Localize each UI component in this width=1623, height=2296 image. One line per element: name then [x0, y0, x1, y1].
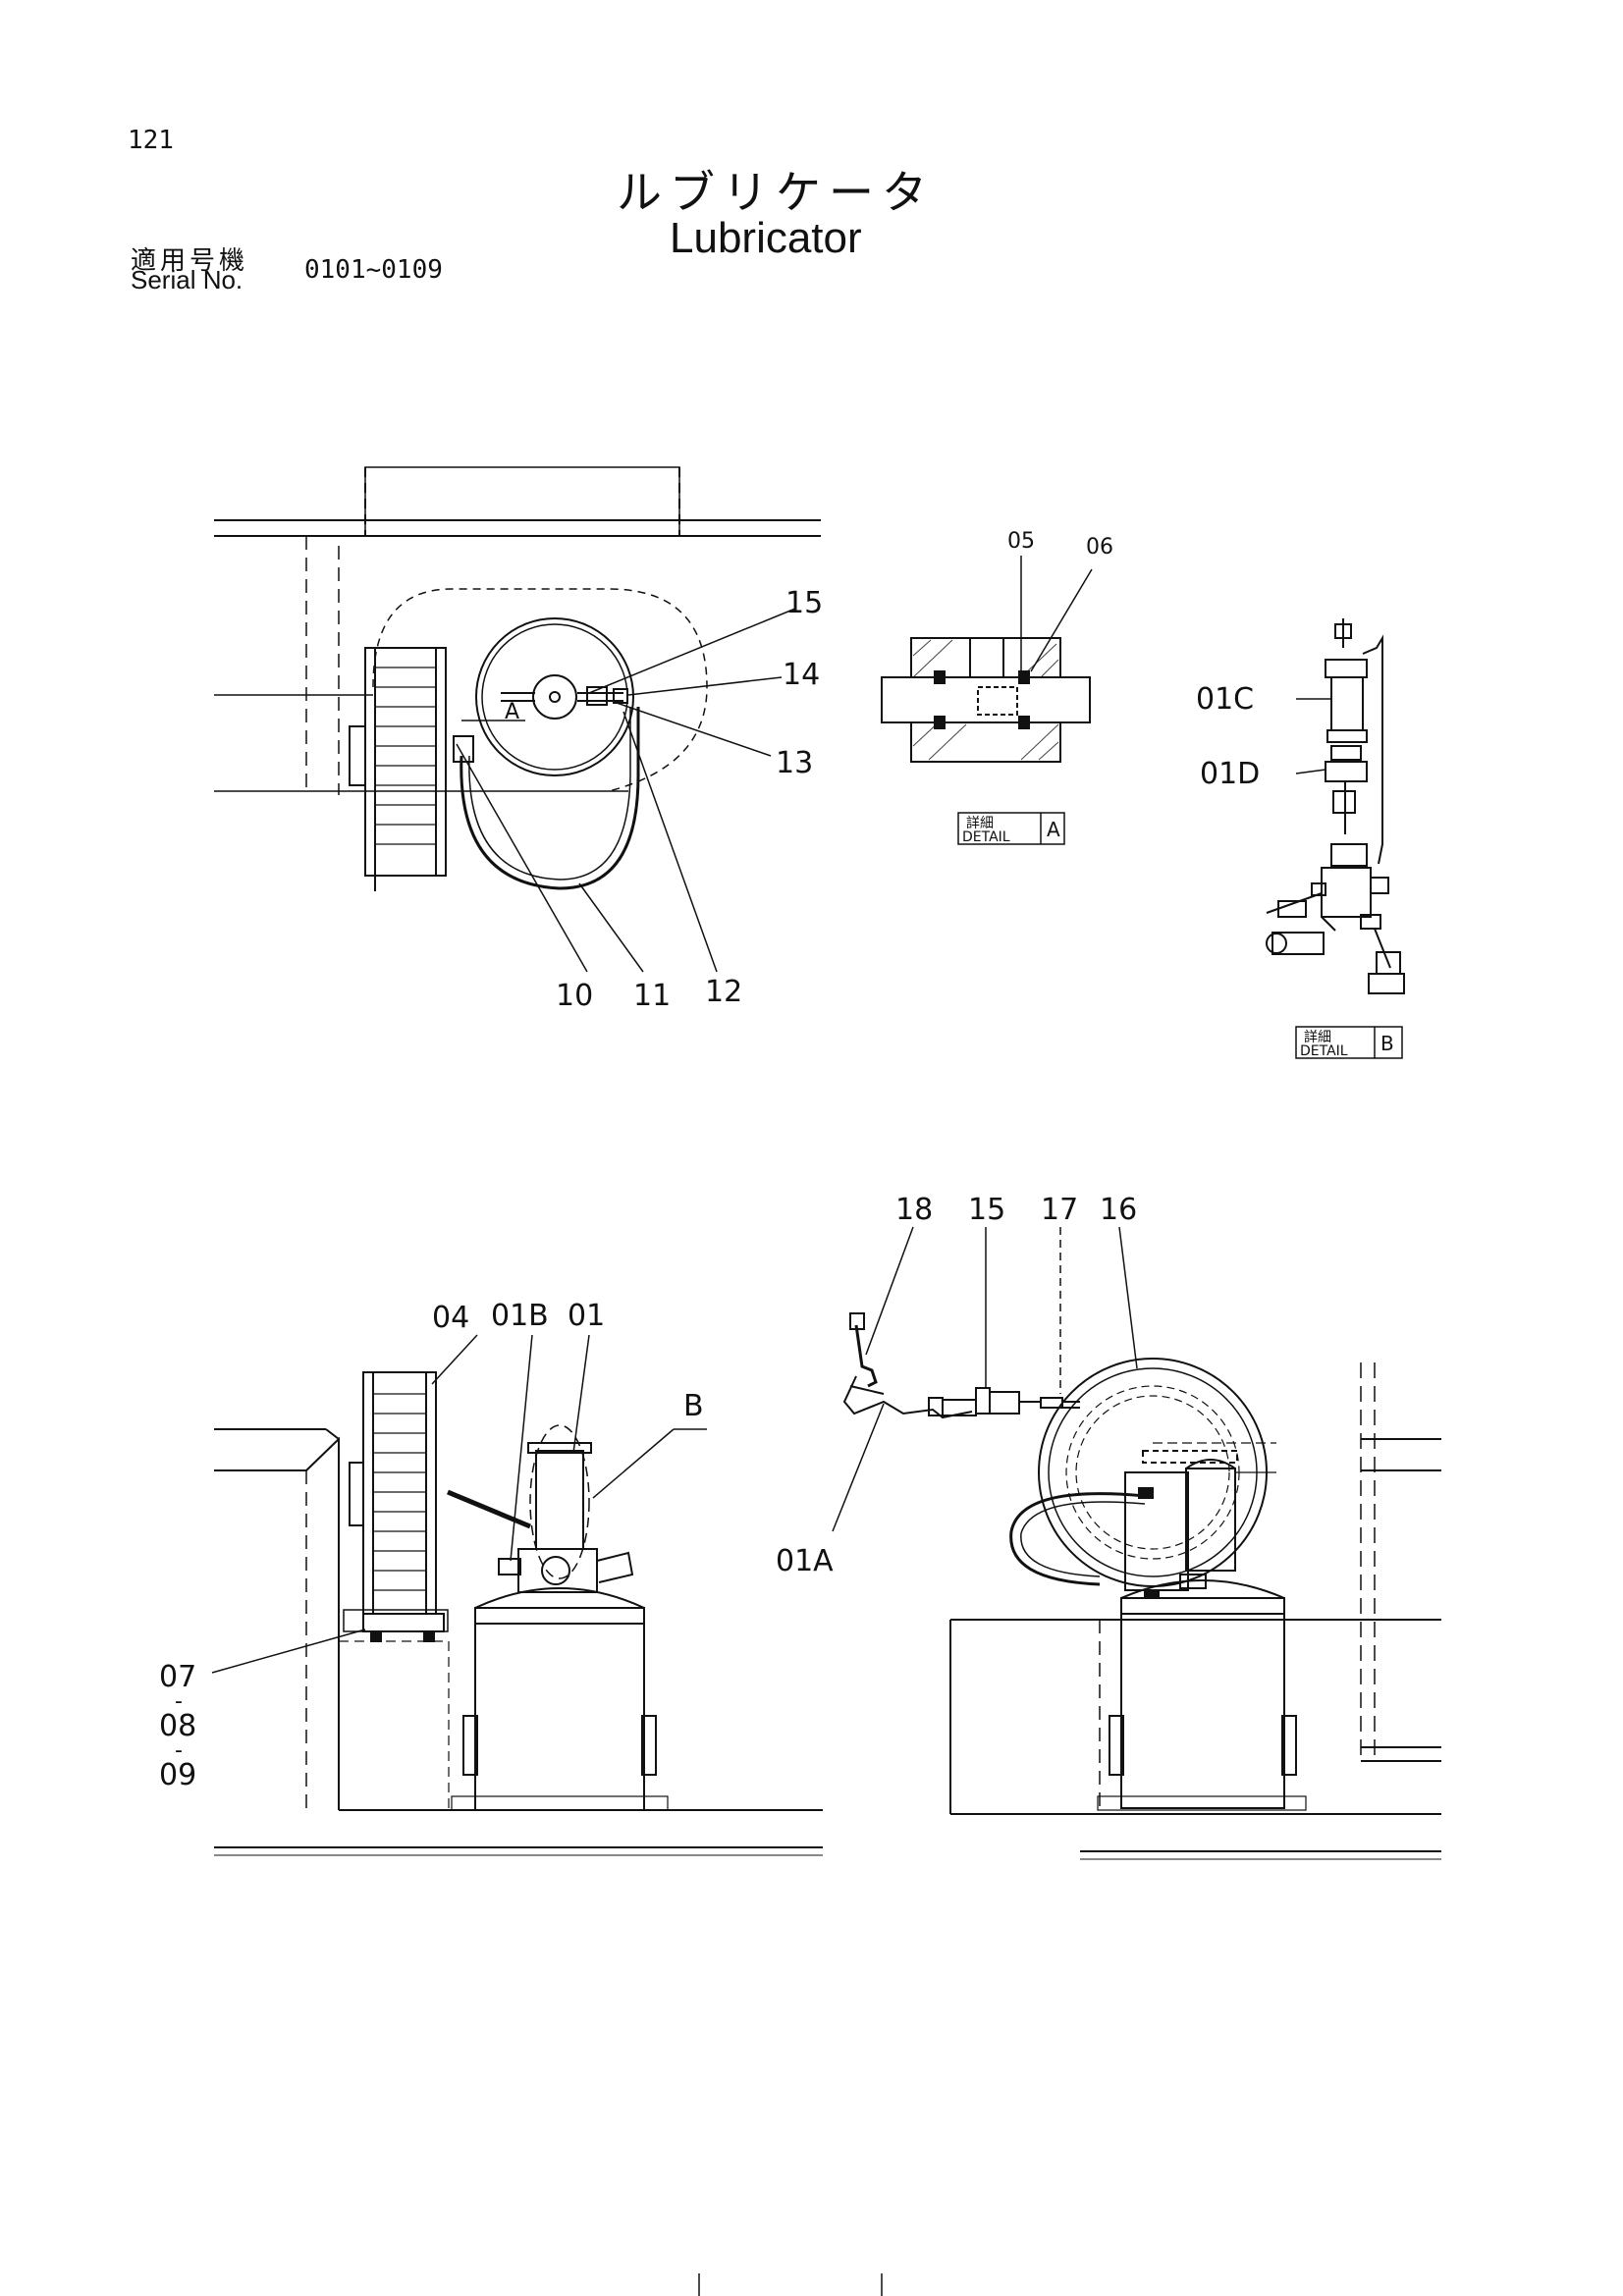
callout-11: 11: [633, 979, 671, 1013]
callout-01b: 01B: [491, 1299, 549, 1333]
callout-01: 01: [568, 1299, 605, 1333]
title-english: Lubricator: [670, 214, 862, 262]
serial-range: 0101~0109: [304, 255, 443, 285]
front-view: [211, 1334, 823, 1856]
callout-15-bottom: 15: [968, 1193, 1005, 1227]
callout-15-top: 15: [785, 586, 823, 620]
detail-a-label-jp: 詳細: [966, 816, 994, 831]
serial-label-japanese: 適用号機: [131, 246, 249, 276]
top-view: [214, 466, 821, 973]
detail-b-letter: B: [1380, 1032, 1394, 1055]
callout-01c: 01C: [1196, 682, 1254, 717]
detail-a-letter: A: [1047, 818, 1060, 841]
callout-07: 07: [159, 1660, 196, 1694]
callout-b: B: [683, 1389, 704, 1423]
callout-04: 04: [432, 1301, 469, 1335]
page-number: 121: [128, 126, 174, 155]
side-view: [832, 1226, 1441, 1860]
callout-18: 18: [895, 1193, 933, 1227]
callout-10: 10: [556, 979, 593, 1013]
a-reference-mark: A: [505, 700, 519, 724]
detail-a-drawing: [881, 556, 1093, 845]
detail-b-label-en: DETAIL: [1300, 1043, 1348, 1059]
callout-08: 08: [159, 1709, 196, 1743]
callout-07-08-dash: -: [175, 1689, 183, 1714]
callout-13: 13: [776, 746, 813, 780]
detail-b-drawing: [1266, 618, 1405, 1059]
title-japanese: ルブリケータ: [617, 166, 935, 219]
callout-12: 12: [705, 975, 742, 1009]
callout-01a: 01A: [776, 1544, 834, 1578]
callout-17: 17: [1041, 1193, 1078, 1227]
callout-09: 09: [159, 1758, 196, 1792]
serial-label-english: Serial No.: [131, 265, 243, 294]
detail-b-label-jp: 詳細: [1304, 1030, 1331, 1045]
callout-05: 05: [1007, 529, 1035, 554]
callout-16: 16: [1100, 1193, 1137, 1227]
callout-01d: 01D: [1200, 757, 1260, 791]
callout-08-09-dash: -: [175, 1738, 183, 1763]
callout-06: 06: [1086, 535, 1113, 560]
detail-a-label-en: DETAIL: [962, 829, 1010, 845]
callout-14: 14: [783, 658, 820, 692]
